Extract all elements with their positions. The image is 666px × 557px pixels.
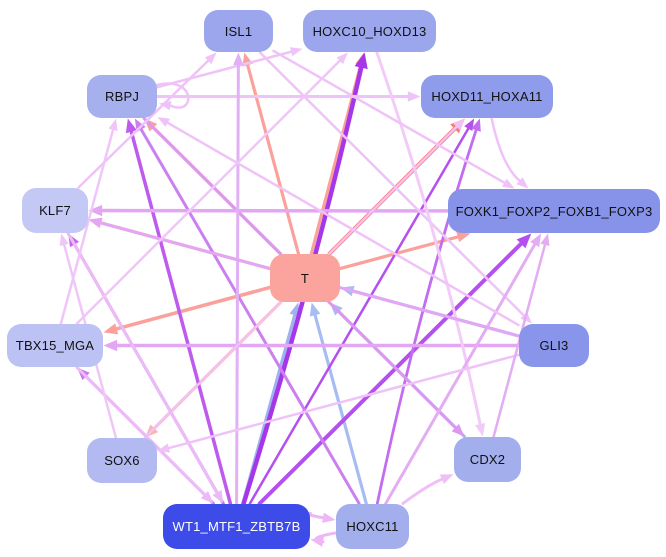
node-t[interactable]: T — [270, 254, 340, 302]
node-gli3[interactable]: GLI3 — [519, 324, 589, 367]
node-label: GLI3 — [539, 338, 569, 353]
edge-HOXC11-HOXD11_HOXA11 — [375, 128, 478, 505]
node-label: HOXC11 — [346, 519, 399, 534]
edge-HOXC11-FOXK1_FOXP2_FOXB1_FOXP3 — [384, 243, 537, 505]
node-foxk1_foxp2_foxb1_foxp3[interactable]: FOXK1_FOXP2_FOXB1_FOXP3 — [448, 189, 660, 233]
edge-TBX15_MGA-HOXC10_HOXD13-arrowhead — [336, 52, 348, 65]
edge-WT1_MTF1_ZBTB7B-HOXC11 — [307, 511, 325, 520]
edge-SOX6-HOXD11_HOXA11-arrowhead — [453, 118, 465, 131]
edge-GLI3-TBX15_MGA-arrowhead — [103, 339, 118, 352]
edge-HOXC11-RBPJ — [139, 127, 361, 505]
edge-KLF7-WT1_MTF1_ZBTB7B-arrowhead — [212, 489, 224, 504]
edge-GLI3-RBPJ-arrowhead — [157, 116, 171, 127]
edge-KLF7-ISL1 — [77, 59, 210, 189]
edge-HOXD11_HOXA11-FOXK1_FOXP2_FOXB1_FOXP3-arrowhead — [516, 177, 529, 189]
node-sox6[interactable]: SOX6 — [87, 438, 157, 483]
node-rbpj[interactable]: RBPJ — [87, 75, 157, 118]
edge-RBPJ-HOXD11_HOXA11-arrowhead — [407, 91, 421, 102]
edge-T-ISL1 — [246, 63, 301, 256]
edge-RBPJ-RBPJ — [153, 82, 190, 109]
edge-GLI3-SOX6 — [167, 353, 520, 450]
node-klf7[interactable]: KLF7 — [22, 188, 88, 233]
edge-FOXK1_FOXP2_FOXB1_FOXP3-KLF7-arrowhead — [88, 204, 103, 217]
edge-TBX15_MGA-WT1_MTF1_ZBTB7B-arrowhead — [200, 490, 214, 504]
edge-GLI3-KLF7-arrowhead — [88, 217, 103, 228]
edge-TBX15_MGA-HOXC10_HOXD13 — [75, 59, 341, 325]
node-label: HOXD11_HOXA11 — [431, 89, 543, 104]
edge-GLI3-RBPJ — [166, 121, 520, 327]
edge-T-FOXK1_FOXP2_FOXB1_FOXP3 — [338, 235, 460, 271]
node-label: HOXC10_HOXD13 — [312, 23, 427, 39]
edge-TBX15_MGA-WT1_MTF1_ZBTB7B — [75, 366, 206, 497]
edge-HOXC11-FOXK1_FOXP2_FOXB1_FOXP3-arrowhead — [530, 233, 542, 248]
edge-WT1_MTF1_ZBTB7B-HOXC10_HOXD13-arrowhead — [354, 52, 368, 70]
edge-WT1_MTF1_ZBTB7B-ISL1 — [235, 63, 240, 505]
node-cdx2[interactable]: CDX2 — [454, 437, 521, 482]
edge-HOXC10_HOXD13-CDX2 — [375, 51, 482, 426]
edge-TBX15_MGA-RBPJ-arrowhead — [108, 118, 118, 132]
node-label: T — [300, 270, 310, 286]
edge-CDX2-FOXK1_FOXP2_FOXB1_FOXP3-arrowhead — [540, 233, 550, 247]
edge-HOXC11-T-arrowhead — [309, 302, 321, 317]
edge-RBPJ-HOXC10_HOXD13 — [156, 50, 293, 89]
edge-HOXC11-HOXD11_HOXA11-arrowhead — [471, 118, 481, 132]
node-label: SOX6 — [104, 453, 140, 468]
node-isl1[interactable]: ISL1 — [204, 10, 273, 52]
edge-RBPJ-HOXC10_HOXD13-arrowhead — [289, 47, 303, 57]
edge-KLF7-WT1_MTF1_ZBTB7B — [66, 232, 219, 494]
node-label: FOXK1_FOXP2_FOXB1_FOXP3 — [455, 203, 653, 219]
edge-ISL1-FOXK1_FOXP2_FOXB1_FOXP3-arrowhead — [502, 178, 515, 189]
edge-HOXC11-T — [313, 313, 368, 506]
node-label: KLF7 — [39, 203, 71, 218]
edge-WT1_MTF1_ZBTB7B-HOXD11_HOXA11-arrowhead — [464, 118, 475, 132]
node-label: RBPJ — [104, 89, 140, 104]
edge-RBPJ-CDX2-arrowhead — [451, 423, 465, 437]
edge-HOXC11-CDX2-arrowhead — [439, 474, 454, 485]
edge-HOXC11-WT1_MTF1_ZBTB7B-arrowhead — [310, 536, 324, 547]
edge-TBX15_MGA-RBPJ — [59, 128, 115, 325]
node-label: WT1_MTF1_ZBTB7B — [172, 519, 301, 534]
edge-WT1_MTF1_ZBTB7B-RBPJ — [129, 129, 233, 506]
edge-WT1_MTF1_ZBTB7B-FOXK1_FOXP2_FOXB1_FOXP3-arrowhead — [516, 233, 532, 249]
node-tbx15_mga[interactable]: TBX15_MGA — [7, 324, 103, 367]
edge-RBPJ-RBPJ-arrowhead — [159, 100, 172, 111]
edge-T-TBX15_MGA — [114, 285, 272, 331]
node-hoxc11[interactable]: HOXC11 — [336, 504, 409, 549]
edge-HOXC11-CDX2 — [401, 477, 444, 505]
edge-HOXD11_HOXA11-FOXK1_FOXP2_FOXB1_FOXP3 — [490, 117, 521, 182]
edge-SOX6-KLF7-arrowhead — [59, 233, 69, 247]
edge-WT1_MTF1_ZBTB7B-HOXC11-arrowhead — [322, 512, 336, 523]
node-wt1_mtf1_zbtb7b[interactable]: WT1_MTF1_ZBTB7B — [163, 504, 310, 549]
edge-GLI3-SOX6-arrowhead — [157, 443, 171, 453]
edge-T-FOXK1_FOXP2_FOXB1_FOXP3-arrowhead — [456, 231, 471, 243]
edge-HOXC10_HOXD13-CDX2-arrowhead — [475, 423, 486, 437]
node-label: TBX15_MGA — [15, 338, 95, 353]
node-hoxd11_hoxa11[interactable]: HOXD11_HOXA11 — [421, 75, 553, 118]
edge-T-TBX15_MGA-arrowhead — [103, 323, 119, 335]
node-label: ISL1 — [224, 23, 253, 39]
edge-KLF7-ISL1-arrowhead — [204, 52, 217, 65]
node-hoxc10_hoxd13[interactable]: HOXC10_HOXD13 — [303, 10, 436, 52]
edge-ISL1-FOXK1_FOXP2_FOXB1_FOXP3 — [272, 49, 506, 184]
edge-ISL1-GLI3 — [258, 51, 525, 317]
edge-WT1_MTF1_ZBTB7B-ISL1-arrowhead — [233, 52, 244, 66]
node-label: CDX2 — [469, 452, 506, 467]
edge-WT1_MTF1_ZBTB7B-RBPJ-arrowhead — [125, 118, 137, 134]
edge-WT1_MTF1_ZBTB7B-HOXD11_HOXA11 — [248, 127, 470, 505]
